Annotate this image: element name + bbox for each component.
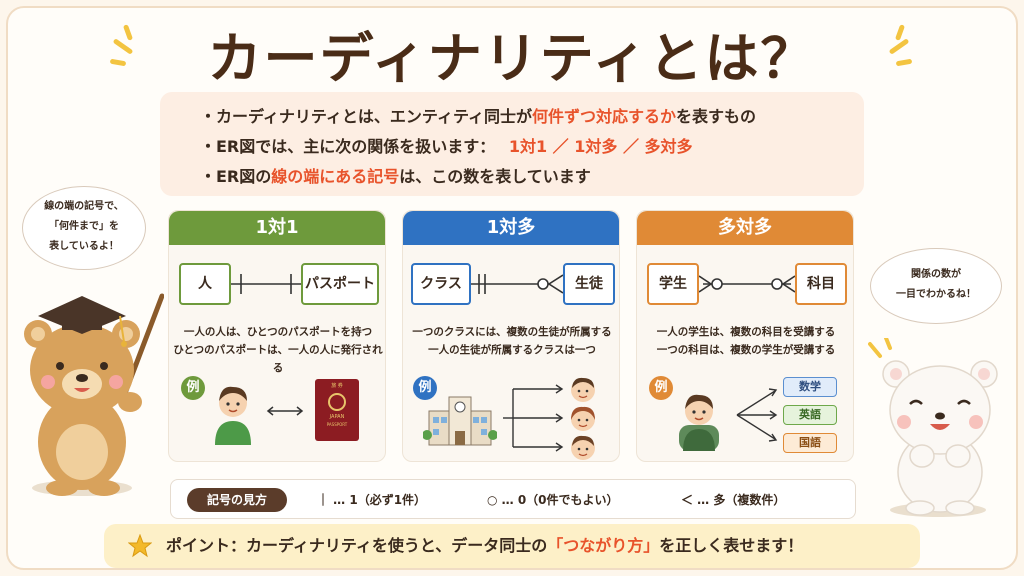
panel-description: 一人の学生は、複数の科目を受講する 一つの科目は、複数の学生が受講する [637,323,855,359]
star-icon [128,534,152,558]
passport-text: JAPAN [329,414,345,420]
example-badge: 例 [413,376,437,400]
panel-description: 一つのクラスには、複数の生徒が所属する 一人の生徒が所属するクラスは一つ [403,323,621,359]
intro-line-3: ・ER図の線の端にある記号は、この数を表しています [200,162,864,192]
legend-many: ＜ … 多（複数件） [681,493,786,507]
intro-highlight: 1対1 ／ 1対多 ／ 多対多 [508,137,693,156]
point-banner: ポイント：カーディナリティを使うと、データ同士の「つながり方」を正しく表せます！ [104,524,920,568]
many-to-many-connector [699,275,795,293]
passport-text: PASSPORT [326,422,348,427]
bear-teacher-illustration [24,293,164,496]
example-badge: 例 [649,376,673,400]
point-text: ポイント：カーディナリティを使うと、データ同士の [166,536,548,555]
entity-subject: 科目 [795,263,847,305]
one-to-one-connector [231,274,301,294]
speech-bubble-left: 線の端の記号で、 「何件まで」を 表しているよ！ [22,186,146,270]
bubble-text: 一目でわかるね！ [896,289,976,300]
description-line: 一人の人は、ひとつのパスポートを持つ [183,326,373,338]
entity-student: 学生 [647,263,699,305]
point-highlight: 「つながり方」 [547,536,660,555]
subject-chip-english: 英語 [783,405,837,425]
intro-text: ・ER図の [200,167,272,186]
legend-title: 記号の見方 [187,488,287,512]
student-face-icon [571,435,595,460]
panel-many-to-many: 多対多 学生 科目 一人の学生は、複数の科目を受講する 一つの科目は、複数の学生… [636,210,854,462]
intro-highlight: 線の端にある記号 [271,167,400,186]
intro-text: は、この数を表しています [399,167,591,186]
panel-header: 多対多 [637,211,853,245]
entity-person: 人 [179,263,231,305]
panel-header: 1対多 [403,211,619,245]
passport-icon: 旅 券 JAPAN PASSPORT [315,379,359,441]
subject-chip-japanese: 国語 [783,433,837,453]
intro-text: を表すもの [676,107,757,126]
legend-zero: ○ … 0（0件でもよい） [487,493,619,507]
bubble-text: 「何件まで」を [49,221,119,232]
entity-class: クラス [411,263,471,305]
student-face-icon [571,406,595,431]
student-face-icon [571,377,595,402]
intro-text: ・ER図では、主に次の関係を扱います： [200,137,496,156]
example-badge: 例 [181,376,205,400]
bubble-text: 関係の数が [911,269,961,280]
description-line: 一つのクラスには、複数の生徒が所属する [412,326,612,338]
student-backpack-icon [679,394,719,451]
branch-arrows [503,384,564,452]
description-line: 一人の生徒が所属するクラスは一つ [428,344,596,356]
intro-text: ・カーディナリティとは、エンティティ同士が [200,107,533,126]
panel-one-to-many: 1対多 クラス 生徒 一つのクラスには、複数の生徒が所属する 一人の生徒が所属す… [402,210,620,462]
one-to-many-connector [471,274,563,294]
entity-student: 生徒 [563,263,615,305]
intro-line-1: ・カーディナリティとは、エンティティ同士が何件ずつ対応するかを表すもの [200,102,864,132]
panel-one-to-one: 1対1 人 パスポート 一人の人は、ひとつのパスポートを持つ ひとつのパスポート… [168,210,386,462]
bubble-text: 表しているよ！ [49,241,119,252]
description-line: 一つの科目は、複数の学生が受講する [656,344,836,356]
entity-passport: パスポート [301,263,379,305]
legend-one: ｜ … 1（必ず1件） [317,493,427,507]
description-line: 一人の学生は、複数の科目を受講する [656,326,836,338]
subject-chip-math: 数学 [783,377,837,397]
chrysanthemum-icon [328,393,346,411]
intro-line-2: ・ER図では、主に次の関係を扱います： 1対1 ／ 1対多 ／ 多対多 [200,132,864,162]
legend-bar: 記号の見方 ｜ … 1（必ず1件） ○ … 0（0件でもよい） ＜ … 多（複数… [170,479,856,519]
point-text: を正しく表せます！ [659,536,804,555]
multi-arrows [736,388,778,442]
white-bear-illustration [868,338,998,517]
description-line: ひとつのパスポートは、一人の人に発行される [173,344,383,374]
intro-highlight: 何件ずつ対応するか [532,107,677,126]
panel-header: 1対1 [169,211,385,245]
school-building-icon [423,396,497,446]
panel-description: 一人の人は、ひとつのパスポートを持つ ひとつのパスポートは、一人の人に発行される [169,323,387,377]
bubble-text: 線の端の記号で、 [44,201,124,212]
page-title: カーディナリティとは？ [207,27,817,90]
speech-bubble-right: 関係の数が 一目でわかるね！ [870,248,1002,324]
person-icon [215,386,251,445]
passport-text: 旅 券 [331,383,343,389]
double-arrow-icon [266,406,304,416]
intro-box: ・カーディナリティとは、エンティティ同士が何件ずつ対応するかを表すもの ・ER図… [160,92,864,196]
